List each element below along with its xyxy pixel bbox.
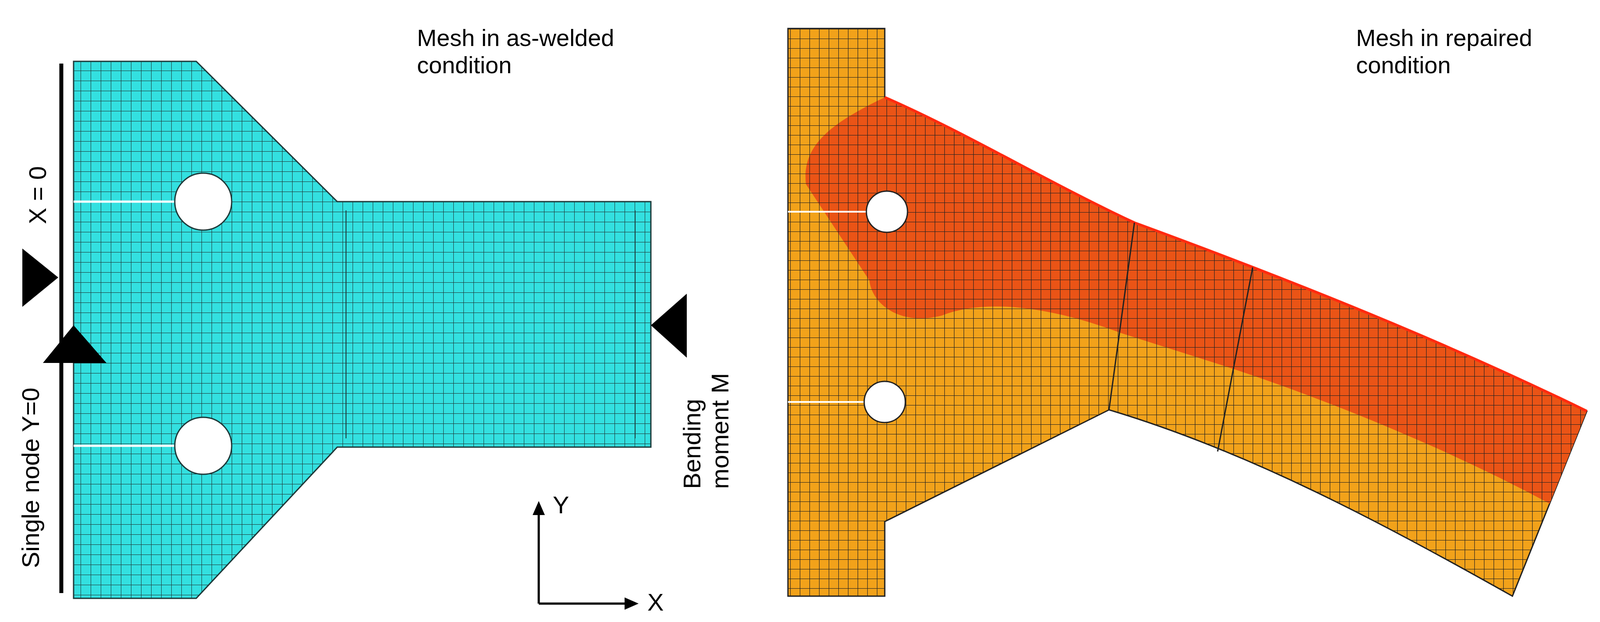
- boundary-conditions: [22, 63, 687, 593]
- axis-label: Y: [552, 490, 569, 519]
- as-welded-mesh: [73, 61, 651, 598]
- panel-title: Mesh in as-welded condition: [416, 24, 645, 79]
- boundary-label: X = 0: [23, 166, 52, 224]
- axis-label: X: [647, 587, 664, 616]
- axes: [532, 500, 639, 610]
- panel-title: Mesh in repaired condition: [1356, 24, 1584, 79]
- repaired-mesh: [787, 28, 1587, 596]
- load-label: Bending moment M: [678, 356, 735, 489]
- boundary-label: Single node Y=0: [16, 387, 45, 568]
